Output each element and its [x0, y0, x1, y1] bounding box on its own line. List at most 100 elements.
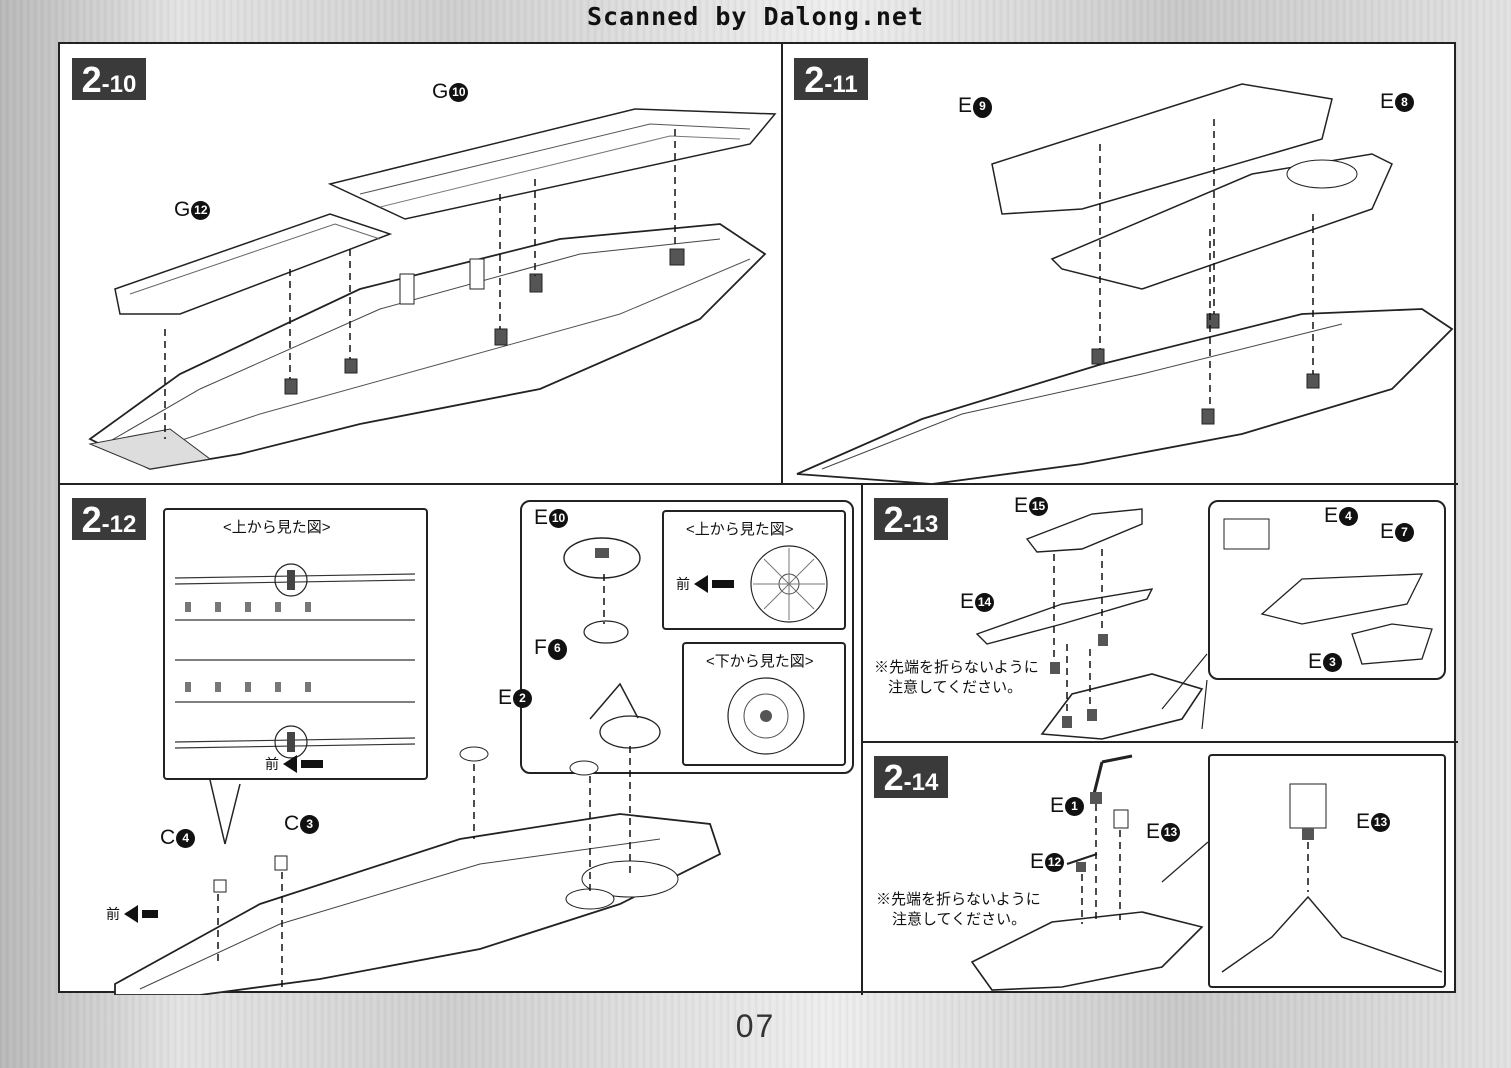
caution-note-2-13-line1: ※先端を折らないように [874, 659, 1039, 676]
ship-hull-drawing-2-12 [114, 537, 722, 995]
front-label: 前 [676, 576, 690, 592]
part-number: 2 [513, 689, 533, 708]
step-number: 2 [804, 59, 825, 100]
part-number: 6 [547, 639, 567, 660]
caution-note-2-14-line2: 注意してください。 [892, 911, 1027, 928]
step-2-12-badge: 2-12 [72, 498, 146, 540]
step-subnumber: -11 [824, 71, 858, 98]
part-number: 10 [449, 83, 469, 102]
disc-bottom-view-title: <下から見た図> [706, 653, 814, 670]
part-letter: F [534, 636, 547, 659]
step-2-10-badge: 2-10 [72, 58, 146, 100]
part-number: 12 [191, 201, 211, 220]
arrow-left-icon [694, 575, 708, 593]
bridge-drawing-2-13 [975, 508, 1433, 740]
step-2-10-panel: 2-10 [60, 44, 782, 484]
part-number: 4 [176, 829, 196, 848]
part-letter: E [1356, 810, 1371, 833]
step-2-12-panel: 2-12 <上から見た図> [60, 484, 862, 995]
step-2-11-badge: 2-11 [794, 58, 868, 100]
step-2-14-badge: 2-14 [874, 756, 948, 798]
part-letter: E [1146, 820, 1161, 843]
part-letter: E [958, 94, 973, 117]
arrow-shaft [301, 760, 323, 768]
step-subnumber: -13 [903, 511, 939, 538]
part-letter: E [1014, 494, 1029, 517]
arrow-shaft [712, 580, 734, 588]
step-subnumber: -12 [101, 511, 137, 538]
part-letter: E [498, 686, 513, 709]
part-number: 8 [1395, 93, 1415, 112]
part-number: 12 [1045, 853, 1065, 872]
scan-credit: Scanned by Dalong.net [586, 2, 925, 31]
front-label: 前 [106, 906, 120, 922]
ship-hull-drawing-2-10 [88, 108, 777, 470]
part-number: 7 [1395, 523, 1415, 542]
front-direction-indicator-3: 前 [106, 904, 158, 924]
part-number: 4 [1339, 507, 1359, 526]
disc-top-drawing [750, 545, 828, 623]
part-letter: E [534, 506, 549, 529]
step-2-13-badge: 2-13 [874, 498, 948, 540]
part-letter: E [1308, 650, 1323, 673]
disc-bottom-view-box: <下から見た図> [682, 642, 846, 766]
part-letter: E [1050, 794, 1065, 817]
part-number: 3 [1323, 653, 1343, 672]
arrow-left-icon [283, 755, 297, 773]
part-letter: E [1030, 850, 1045, 873]
step-number: 2 [81, 499, 102, 540]
arrow-left-icon [124, 905, 138, 923]
part-letter: E [1324, 504, 1339, 527]
part-letter: G [432, 80, 449, 103]
part-number: 14 [975, 593, 995, 612]
part-number: 3 [300, 815, 320, 834]
step-subnumber: -10 [101, 71, 137, 98]
front-direction-indicator: 前 [265, 754, 323, 774]
part-number: 13 [1161, 823, 1181, 842]
page-number: 07 [735, 1008, 776, 1044]
bridge-drawing-2-14 [970, 754, 1443, 991]
step-number: 2 [883, 499, 904, 540]
part-letter: E [1380, 520, 1395, 543]
front-label: 前 [265, 756, 279, 772]
top-view-title: <上から見た図> [223, 519, 331, 536]
panel-grid-lines [60, 44, 1458, 995]
arrow-shaft [142, 910, 158, 918]
step-subnumber: -14 [903, 769, 939, 796]
part-number: 9 [973, 97, 993, 118]
caution-note-2-13-line2: 注意してください。 [888, 679, 1023, 696]
part-number: 15 [1029, 497, 1049, 516]
part-letter: E [1380, 90, 1395, 113]
step-number: 2 [81, 59, 102, 100]
part-letter: G [174, 198, 191, 221]
disc-top-view-title: <上から見た図> [686, 521, 794, 538]
disc-bottom-drawing [727, 677, 805, 755]
caution-note-2-14-line1: ※先端を折らないように [876, 891, 1041, 908]
instruction-sheet: 2-10 [58, 42, 1458, 995]
part-number: 10 [549, 509, 569, 528]
part-letter: C [160, 826, 176, 849]
front-direction-indicator-2: 前 [676, 574, 734, 594]
part-letter: E [960, 590, 975, 613]
part-number: 13 [1371, 813, 1391, 832]
e13-detail-box [1208, 754, 1446, 988]
step-number: 2 [883, 757, 904, 798]
